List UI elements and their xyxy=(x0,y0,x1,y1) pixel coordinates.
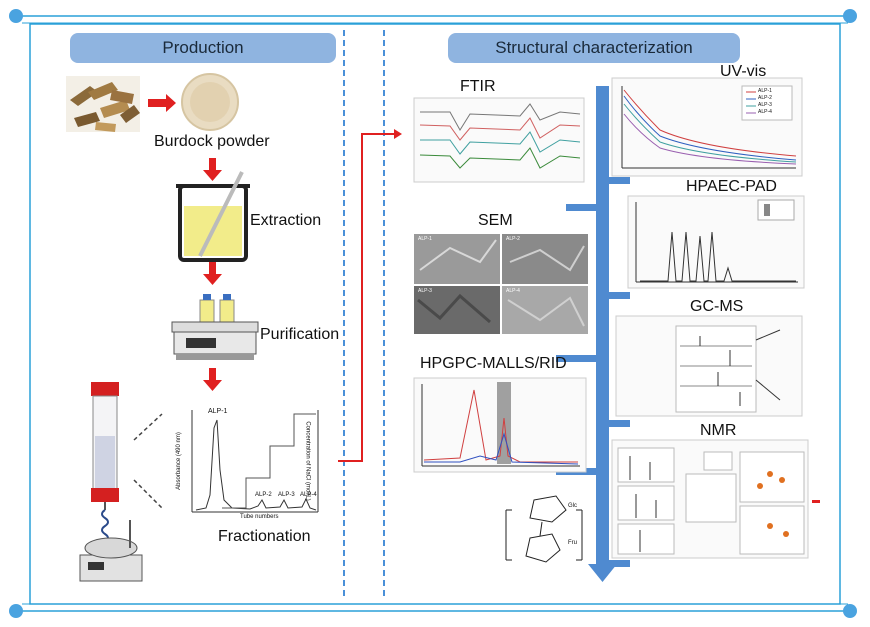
hpaec-panel xyxy=(627,195,805,289)
burdock-powder-label: Burdock powder xyxy=(154,133,270,150)
corner-dot-tr xyxy=(843,9,857,23)
gcms-label: GC-MS xyxy=(690,298,744,315)
burdock-powder-image xyxy=(181,73,239,131)
sem-tile-1: ALP-1 xyxy=(418,236,432,242)
corner-dot-br xyxy=(843,604,857,618)
arrow-down-1 xyxy=(203,158,222,181)
nmr-label: NMR xyxy=(700,422,737,439)
peak-label-alp1: ALP-1 xyxy=(208,408,228,415)
sem-label: SEM xyxy=(478,212,513,229)
burdock-root-image xyxy=(66,76,140,132)
nmr-panel xyxy=(611,439,820,559)
gcms-panel xyxy=(615,315,803,417)
connector-arrow xyxy=(338,133,394,462)
extraction-label: Extraction xyxy=(250,212,322,229)
purification-label: Purification xyxy=(260,326,340,343)
hpgpc-panel xyxy=(413,377,587,473)
uv-legend-4: ALP-4 xyxy=(758,109,772,115)
ftir-label: FTIR xyxy=(460,78,496,95)
fractionation-xlabel: Tube numbers xyxy=(240,514,279,520)
glc-label: Glc xyxy=(568,503,577,509)
corner-dot-bl xyxy=(9,604,23,618)
beaker-icon xyxy=(176,171,250,262)
production-header: Production xyxy=(70,33,336,63)
fraction-collector-icon xyxy=(79,520,143,582)
sem-tile-4: ALP-4 xyxy=(506,288,520,294)
column-icon xyxy=(91,382,119,543)
peak-label-alp4: ALP-4 xyxy=(300,492,317,498)
hpaec-label: HPAEC-PAD xyxy=(686,178,777,195)
sem-tile-3: ALP-3 xyxy=(418,288,432,294)
ftir-panel xyxy=(413,97,585,183)
arrow-right-1 xyxy=(148,94,176,112)
structural-header: Structural characterization xyxy=(448,33,740,63)
uv-legend-3: ALP-3 xyxy=(758,102,772,108)
hpgpc-label: HPGPC-MALLS/RID xyxy=(420,355,567,372)
uvvis-panel xyxy=(611,77,803,177)
sem-tile-2: ALP-2 xyxy=(506,236,520,242)
peak-label-alp2: ALP-2 xyxy=(255,492,272,498)
uvvis-label: UV-vis xyxy=(720,63,767,80)
fru-label: Fru xyxy=(568,540,577,546)
chemical-structure xyxy=(505,495,583,563)
fractionation-chart xyxy=(191,410,319,513)
corner-dot-tl xyxy=(9,9,23,23)
arrow-down-3 xyxy=(203,368,222,391)
shaker-icon xyxy=(171,294,259,360)
arrow-down-2 xyxy=(203,262,222,285)
uv-legend-2: ALP-2 xyxy=(758,95,772,101)
sem-panel xyxy=(414,234,588,334)
uv-legend-1: ALP-1 xyxy=(758,88,772,94)
fractionation-label: Fractionation xyxy=(218,528,311,545)
peak-label-alp3: ALP-3 xyxy=(278,492,295,498)
